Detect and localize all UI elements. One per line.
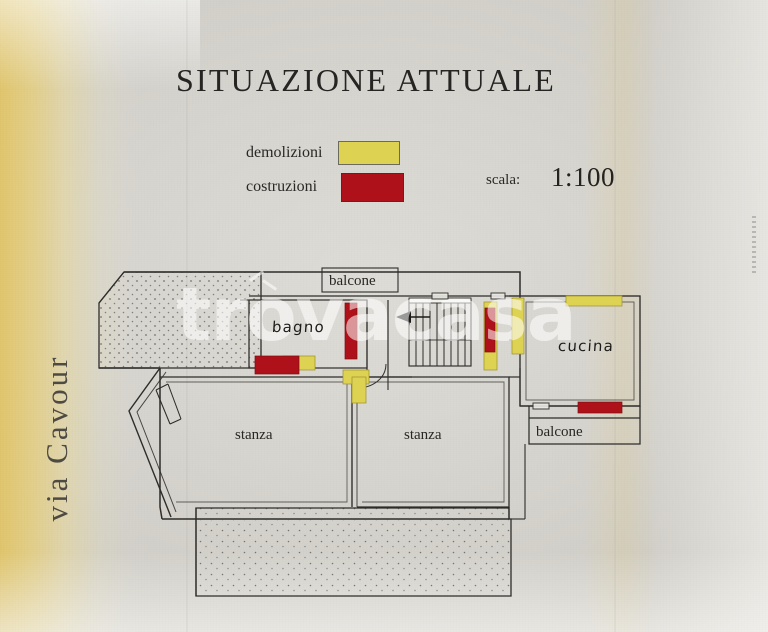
legend-label-costruzioni: costruzioni: [246, 178, 318, 195]
stairs-outline: [408, 299, 472, 367]
terrace-upper-left: [98, 271, 262, 369]
paper-fold-line-right: [614, 0, 616, 632]
marking-construction-group: [254, 302, 623, 414]
stairs-direction-arrow: [396, 311, 430, 323]
legend-swatch-demolizioni: [338, 141, 400, 165]
scale-label: scala:: [486, 172, 521, 188]
page-title: SITUAZIONE ATTUALE: [176, 62, 556, 98]
construction-marking-cucina-south: [577, 401, 623, 414]
demolition-marking-divider: [351, 376, 367, 404]
legend-swatch-costruzioni: [341, 173, 404, 202]
label-cucina: cucina: [557, 337, 615, 355]
terrace-lower: [195, 507, 512, 597]
demolition-marking-cucina-west: [511, 297, 525, 355]
label-stanza-right: stanza: [404, 427, 442, 443]
label-balcone-right: balcone: [536, 424, 583, 440]
label-bagno: bagno: [271, 318, 326, 336]
scan-edge-microtext: [752, 216, 756, 274]
construction-marking-bagno-south: [254, 355, 300, 375]
balcone-right-outline: [528, 406, 641, 445]
demolition-marking-cucina-north: [565, 295, 623, 307]
construction-marking-hall: [484, 307, 496, 353]
paper-fade-right: [648, 0, 768, 632]
paper-aged-vertical-band: [585, 0, 655, 632]
label-balcone-top: balcone: [329, 273, 376, 289]
construction-marking-bagno-east: [344, 302, 358, 360]
balcone-top-outline: [321, 267, 399, 293]
stairs-treads: [415, 300, 466, 366]
paper-highlight-topleft: [0, 0, 200, 90]
scale-value: 1:100: [551, 162, 616, 192]
label-stanza-left: stanza: [235, 427, 273, 443]
legend-label-demolizioni: demolizioni: [246, 144, 323, 161]
